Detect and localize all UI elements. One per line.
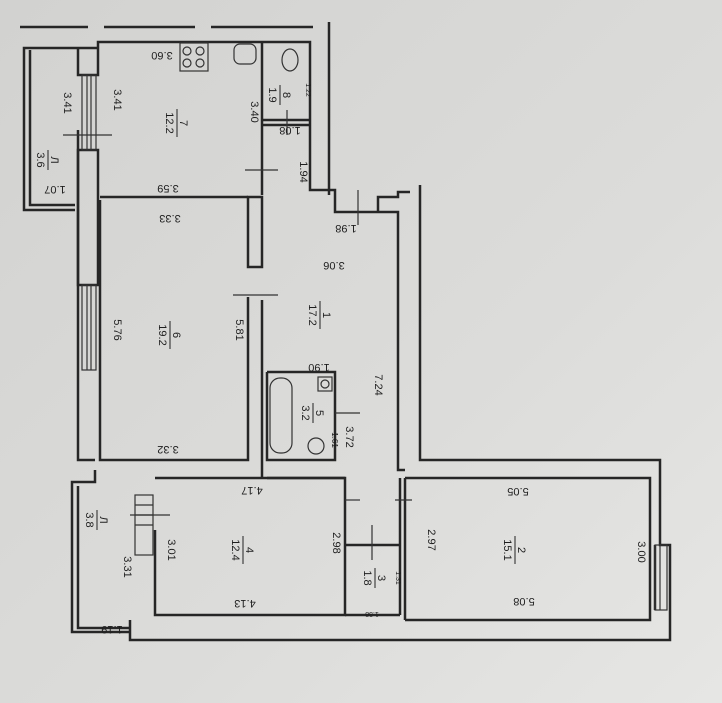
- svg-text:1.22: 1.22: [304, 83, 311, 97]
- svg-text:12.4: 12.4: [229, 539, 241, 560]
- svg-text:3.2: 3.2: [299, 405, 311, 420]
- svg-text:3.40: 3.40: [248, 101, 260, 122]
- svg-text:17.2: 17.2: [306, 304, 318, 325]
- svg-text:3.41: 3.41: [61, 92, 73, 113]
- fixtures: [179, 42, 333, 455]
- room-2-label: 215.1: [501, 536, 527, 564]
- door-marks: [63, 110, 412, 560]
- svg-text:2.98: 2.98: [330, 532, 342, 553]
- svg-text:2.97: 2.97: [425, 529, 437, 550]
- svg-text:1.38: 1.38: [365, 610, 379, 617]
- room-labels: 117.2 215.1 31.8 412.4 53.2 619.2 712.2 …: [34, 85, 527, 588]
- room-8-label: 81.9: [266, 85, 292, 105]
- dimension-labels: 3.60 3.59 1.07 1.08 1.98 3.06 3.33 3.32 …: [44, 49, 647, 635]
- svg-text:1.31: 1.31: [394, 571, 401, 585]
- svg-text:8: 8: [280, 92, 292, 98]
- room-7-label: 712.2: [163, 109, 189, 137]
- svg-text:4: 4: [243, 547, 255, 553]
- svg-text:3.60: 3.60: [151, 49, 172, 61]
- svg-text:5.81: 5.81: [233, 319, 245, 340]
- svg-text:5.08: 5.08: [513, 595, 534, 607]
- svg-text:3.72: 3.72: [343, 426, 355, 447]
- room-4-label: 412.4: [229, 536, 255, 564]
- svg-text:5.76: 5.76: [111, 319, 123, 340]
- svg-text:3.01: 3.01: [165, 539, 177, 560]
- sink-icon: [233, 43, 257, 65]
- svg-text:3.41: 3.41: [111, 89, 123, 110]
- svg-text:1.98: 1.98: [335, 222, 356, 234]
- svg-text:2: 2: [515, 547, 527, 553]
- svg-text:3.32: 3.32: [157, 443, 178, 455]
- room-3-label: 31.8: [361, 568, 387, 588]
- svg-text:4.17: 4.17: [241, 484, 262, 496]
- svg-text:15.1: 15.1: [501, 539, 513, 560]
- bathtub-icon: [269, 377, 293, 454]
- svg-text:1.19: 1.19: [101, 623, 122, 635]
- stove-icon: [179, 42, 209, 72]
- svg-text:Л: Л: [48, 156, 60, 163]
- svg-text:1.94: 1.94: [297, 161, 309, 182]
- balcony-label: Л3.6: [34, 150, 60, 170]
- svg-text:5: 5: [313, 410, 325, 416]
- svg-text:1.61: 1.61: [330, 432, 339, 448]
- svg-text:7.24: 7.24: [372, 374, 384, 395]
- svg-text:3.59: 3.59: [157, 182, 178, 194]
- svg-text:3.06: 3.06: [323, 259, 344, 271]
- svg-text:3.00: 3.00: [635, 541, 647, 562]
- reference-lines: [20, 22, 331, 195]
- svg-text:3.8: 3.8: [83, 512, 95, 527]
- loggia-label: Л3.8: [83, 510, 109, 530]
- svg-text:1.08: 1.08: [279, 124, 300, 136]
- svg-text:Л: Л: [97, 516, 109, 523]
- svg-text:3.33: 3.33: [159, 212, 180, 224]
- svg-text:1: 1: [320, 312, 332, 318]
- svg-text:3.6: 3.6: [34, 152, 46, 167]
- svg-text:1.9: 1.9: [266, 87, 278, 102]
- svg-text:3: 3: [375, 575, 387, 581]
- room-1-label: 117.2: [306, 301, 332, 329]
- svg-text:3.31: 3.31: [121, 556, 133, 577]
- room-6-label: 619.2: [156, 321, 182, 349]
- svg-text:1.8: 1.8: [361, 570, 373, 585]
- svg-text:1.07: 1.07: [44, 183, 65, 195]
- svg-text:5.05: 5.05: [507, 485, 528, 497]
- bath-sink-icon: [307, 437, 325, 455]
- svg-text:6: 6: [170, 332, 182, 338]
- svg-text:4.13: 4.13: [234, 597, 255, 609]
- svg-text:19.2: 19.2: [156, 324, 168, 345]
- svg-text:7: 7: [177, 120, 189, 126]
- room-5-label: 53.2: [299, 403, 325, 423]
- toilet-icon: [281, 48, 299, 72]
- svg-text:1.90: 1.90: [308, 361, 329, 373]
- svg-text:12.2: 12.2: [163, 112, 175, 133]
